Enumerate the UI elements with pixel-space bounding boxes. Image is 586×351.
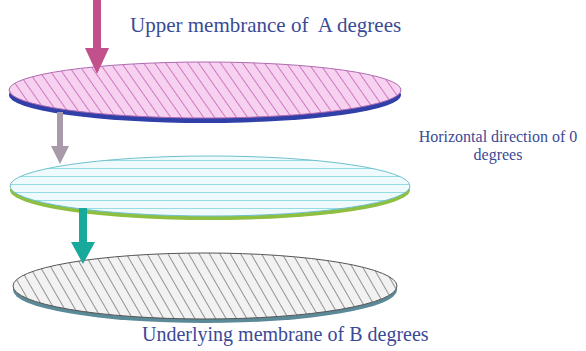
upper-label: Upper membrance of A degrees: [130, 14, 401, 37]
horizontal-membrane-disc: [10, 156, 410, 216]
grey-arrow: [51, 112, 69, 164]
magenta-arrow: [85, 0, 109, 74]
teal-arrow: [71, 208, 95, 264]
middle-label: Horizontal direction of 0 degrees: [414, 128, 582, 163]
upper-membrane-disc: [9, 62, 401, 118]
underlying-membrane-disc: [13, 253, 397, 319]
bottom-label: Underlying membrane of B degrees: [142, 323, 429, 345]
